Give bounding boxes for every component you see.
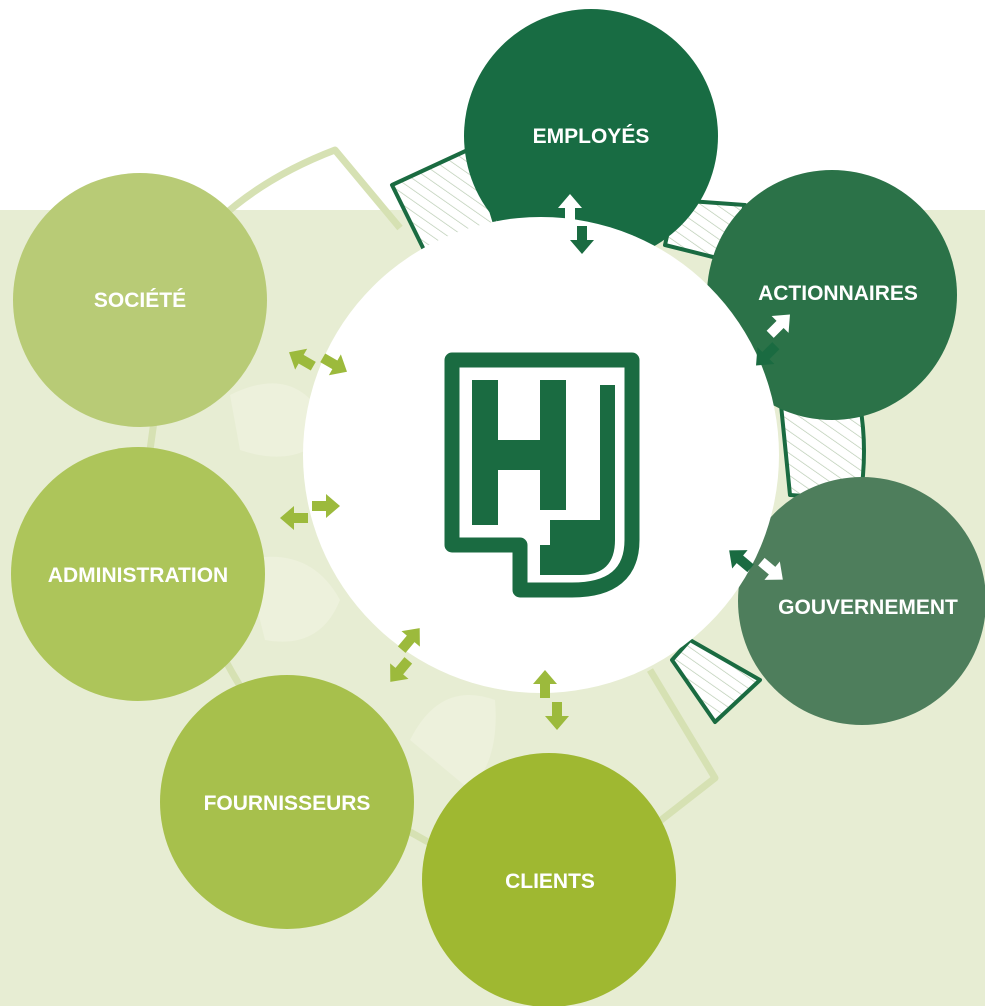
hj-logo-icon (444, 352, 640, 598)
double-arrow-icon (390, 628, 420, 682)
double-arrow-icon (289, 348, 347, 376)
stakeholder-label: SOCIÉTÉ (94, 289, 186, 312)
stakeholder-circle (160, 675, 414, 929)
double-arrow-icon (280, 494, 340, 530)
stakeholder-label: ADMINISTRATION (48, 564, 228, 587)
double-arrow-icon (558, 194, 594, 254)
double-arrow-icon (533, 670, 569, 730)
stakeholder-label: EMPLOYÉS (533, 125, 650, 148)
stakeholder-label: ACTIONNAIRES (758, 282, 918, 305)
stakeholder-circle (11, 447, 265, 701)
stakeholder-circle (738, 477, 985, 725)
double-arrow-icon (729, 550, 783, 580)
stakeholder-label: CLIENTS (505, 870, 595, 893)
stakeholder-circle (464, 9, 718, 263)
stakeholder-label: GOUVERNEMENT (778, 596, 958, 619)
stakeholder-label: FOURNISSEURS (204, 792, 371, 815)
stakeholder-circle (422, 753, 676, 1006)
double-arrow-icon (756, 314, 790, 366)
stakeholder-circle (13, 173, 267, 427)
